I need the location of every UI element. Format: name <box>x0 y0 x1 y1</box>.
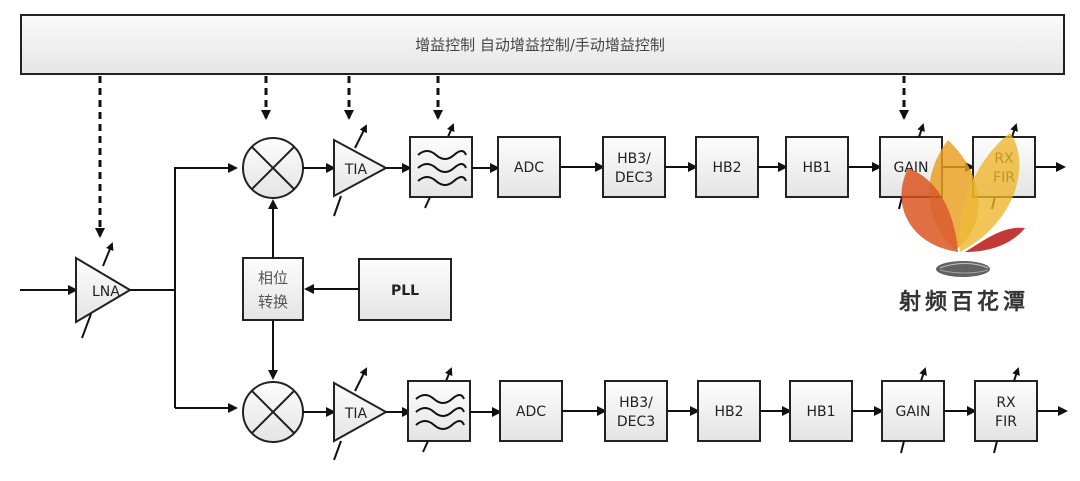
i-tia-amplifier <box>333 138 389 198</box>
pll-block <box>358 258 452 321</box>
q-tia-variable-arrow-icon <box>354 367 367 392</box>
i-path-adc-block: ADC <box>497 136 561 198</box>
i-path-hb3-label: HB3/ <box>617 151 651 167</box>
i-path-hb2-label: HB2 <box>712 160 741 176</box>
q-mixer <box>242 381 304 443</box>
phase-shift-label-line1: 相位 <box>258 269 288 287</box>
q-path-adc-label: ADC <box>516 404 546 420</box>
lna-stage: LNA <box>20 242 132 339</box>
q-tia-amplifier <box>333 381 389 443</box>
pll-label: PLL <box>391 283 419 299</box>
q-path-rxfir-block: RX FIR <box>974 367 1038 454</box>
q-path-gain-block: GAIN <box>881 367 945 454</box>
q-path-hb2-label: HB2 <box>714 404 743 420</box>
i-mixer <box>242 137 304 199</box>
watermark-text: 射频百花潭 <box>898 289 1029 315</box>
q-path-hb3-block: HB3/DEC3 <box>604 380 668 442</box>
i-path-hb1-label: HB1 <box>802 160 831 176</box>
q-tia-label: TIA <box>344 406 368 422</box>
i-path-hb3-block: HB3/DEC3 <box>602 136 666 198</box>
lo-generation: 相位 转换 PLL <box>242 199 452 380</box>
i-path-adc-label: ADC <box>514 160 544 176</box>
lna-tune-tail <box>81 313 92 339</box>
q-path-hb1-block: HB1 <box>789 380 853 442</box>
variable-arrow-icon <box>917 123 925 138</box>
i-path-hb1-block: HB1 <box>785 136 849 198</box>
i-path-hb2-block: HB2 <box>695 136 759 198</box>
variable-arrow-icon <box>919 367 927 382</box>
i-filter-block <box>409 123 473 209</box>
i-path-hb3-label: DEC3 <box>615 170 653 186</box>
q-path-hb2-block: HB2 <box>697 380 761 442</box>
logo-petal-yellow <box>959 133 1020 252</box>
variable-arrow-icon <box>1012 367 1020 382</box>
q-filter-block <box>407 367 471 453</box>
logo-flame-dark-red <box>965 227 1025 252</box>
q-path-adc-block: ADC <box>499 380 563 442</box>
i-tia-label: TIA <box>344 162 368 178</box>
q-path-gain-label: GAIN <box>895 404 930 420</box>
lna-variable-arrow-icon <box>102 242 114 267</box>
q-path-rxfir-label: FIR <box>995 414 1017 430</box>
lna-label: LNA <box>92 284 120 300</box>
lna-amplifier <box>75 256 132 324</box>
q-path-hb1-label: HB1 <box>806 404 835 420</box>
watermark-logo: 射频百花潭 <box>898 133 1029 315</box>
q-path: TIA <box>242 367 502 461</box>
i-path: TIA <box>242 123 500 217</box>
filter-variable-arrow-icon <box>447 123 455 138</box>
logo-petal-red <box>901 168 958 252</box>
phase-shift-block <box>242 257 304 321</box>
i-path-gain-label: GAIN <box>893 160 928 176</box>
gain-control-banner: 增益控制 自动增益控制/手动增益控制 <box>20 14 1065 75</box>
i-tia-variable-arrow-icon <box>354 124 367 149</box>
variable-arrow-icon <box>1010 123 1018 138</box>
control-lines <box>95 76 909 238</box>
q-path-hb3-label: DEC3 <box>617 414 655 430</box>
gain-control-label: 增益控制 自动增益控制/手动增益控制 <box>415 36 665 54</box>
splitter-lines <box>130 163 238 413</box>
q-path-rxfir-label: RX <box>996 395 1016 411</box>
phase-shift-label-line2: 转换 <box>258 293 288 311</box>
q-path-hb3-label: HB3/ <box>619 395 653 411</box>
